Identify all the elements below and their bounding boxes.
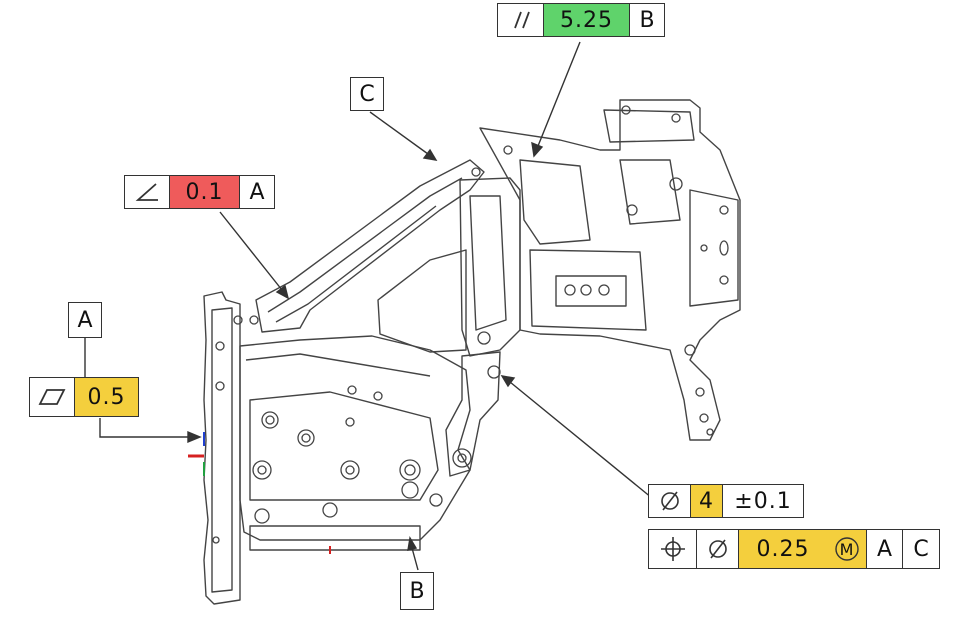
datum-c-label: C bbox=[350, 77, 384, 111]
angularity-tolerance: 0.1 bbox=[170, 176, 240, 208]
flatness-tolerance: 0.5 bbox=[75, 378, 138, 416]
position-tolerance: 0.25 bbox=[739, 530, 827, 568]
datum-a-label: A bbox=[68, 302, 102, 338]
angularity-icon bbox=[125, 176, 170, 208]
position-datum-1: A bbox=[867, 530, 903, 568]
diameter-icon bbox=[697, 530, 739, 568]
flatness-icon bbox=[30, 378, 75, 416]
parallelism-callout[interactable]: 5.25 B bbox=[497, 3, 665, 37]
datum-b-label: B bbox=[400, 572, 434, 610]
angularity-callout[interactable]: 0.1 A bbox=[124, 175, 275, 209]
holes bbox=[212, 105, 729, 544]
position-callout[interactable]: 0.25 M A C bbox=[648, 529, 940, 569]
angularity-datum: A bbox=[249, 179, 265, 205]
hole-size-plus-minus: ±0.1 bbox=[734, 488, 792, 514]
parallelism-datum: B bbox=[639, 7, 655, 33]
flatness-callout[interactable]: 0.5 bbox=[29, 377, 139, 417]
position-icon bbox=[649, 530, 697, 568]
parallelism-tolerance: 5.25 bbox=[544, 4, 630, 36]
position-datum-2: C bbox=[913, 536, 929, 562]
axis-markers bbox=[188, 432, 331, 554]
position-modifier-letter: M bbox=[839, 539, 854, 559]
hole-size-callout[interactable]: 4 ±0.1 bbox=[648, 484, 804, 518]
hole-size-value: 4 bbox=[691, 485, 723, 517]
part-outline bbox=[203, 99, 741, 605]
parallelism-icon bbox=[498, 4, 544, 36]
diameter-icon bbox=[649, 485, 691, 517]
position-modifier: M bbox=[827, 530, 867, 568]
leader-lines bbox=[84, 41, 653, 571]
